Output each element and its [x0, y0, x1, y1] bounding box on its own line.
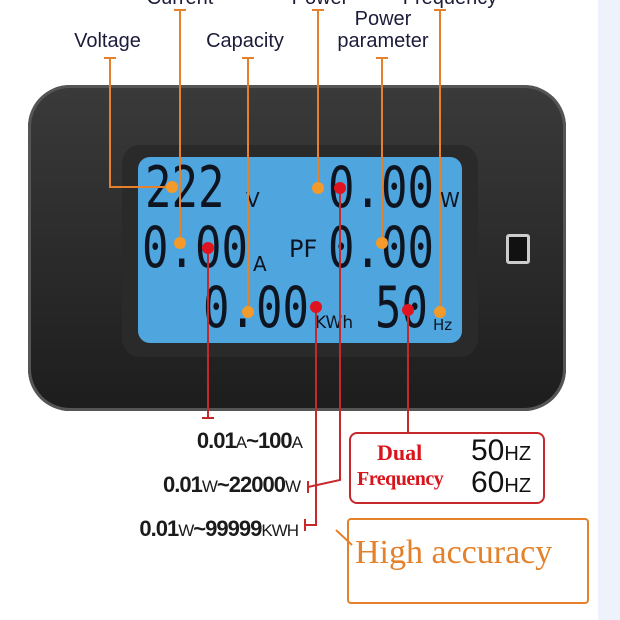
pf-dot — [376, 237, 388, 249]
power-dot — [312, 182, 324, 194]
lcd-frequency: 50 — [375, 274, 428, 342]
power-leader — [312, 9, 324, 188]
range-min: 0.01 — [163, 472, 203, 497]
background-strip — [598, 0, 620, 620]
voltage-leader — [104, 57, 172, 188]
range-min-unit: A — [235, 433, 247, 452]
label-frequency: Frequency — [400, 0, 500, 9]
label-current: Current — [140, 0, 220, 9]
side-button — [506, 234, 530, 264]
range-max-unit: A — [291, 433, 303, 452]
range-sep: ~ — [216, 472, 230, 497]
lcd-current-unit: A — [253, 252, 267, 276]
range-sep: ~ — [193, 516, 206, 541]
capacity-leader — [242, 57, 254, 312]
energy-range-dot — [310, 301, 322, 313]
frequency-dot — [434, 306, 446, 318]
range-max-unit: W — [284, 477, 301, 496]
label-power-parameter-line1: Power — [354, 8, 412, 30]
freq-60: 60HZ — [471, 466, 531, 500]
current-range: 0.01A~100A — [196, 428, 303, 454]
freq-unit: HZ — [504, 443, 532, 465]
label-voltage: Voltage — [74, 30, 141, 52]
label-power-parameter-line2: parameter — [337, 30, 429, 52]
freq-value: 50 — [471, 434, 505, 467]
lcd-frequency-unit: Hz — [433, 316, 453, 334]
freq-unit: HZ — [504, 475, 532, 497]
capacity-dot — [242, 306, 254, 318]
range-min-unit: W — [201, 477, 218, 496]
high-accuracy-callout: High accuracy — [347, 518, 589, 604]
range-max: 22000 — [228, 472, 286, 497]
energy-range: 0.01W~99999KWH — [139, 516, 299, 542]
lcd-pf-label: PF — [289, 235, 318, 263]
frequency-range-dot — [402, 304, 414, 316]
current-leader — [174, 9, 186, 243]
range-min-unit: W — [178, 521, 194, 540]
lcd-current: 0.00 — [142, 214, 248, 282]
power-range-dot — [334, 182, 346, 194]
energy-range-leader — [304, 307, 317, 531]
freq-value: 60 — [471, 466, 505, 499]
current-range-dot — [202, 242, 214, 254]
callout-pointer — [335, 529, 353, 546]
lcd-energy-unit: KWh — [315, 313, 354, 333]
high-accuracy-text: High accuracy — [355, 534, 553, 571]
lcd-energy: 0.00 — [203, 274, 309, 342]
frequency-leader — [434, 9, 446, 312]
power-range: 0.01W~22000W — [163, 472, 301, 498]
range-max: 99999 — [205, 516, 262, 541]
range-min: 0.01 — [196, 428, 237, 453]
current-dot — [174, 237, 186, 249]
frequency-label: Frequency — [357, 468, 444, 490]
current-range-leader — [202, 248, 214, 419]
range-max: 100 — [257, 428, 293, 453]
range-sep: ~ — [246, 428, 259, 453]
freq-50: 50HZ — [471, 434, 531, 468]
voltage-dot — [166, 181, 178, 193]
label-capacity: Capacity — [206, 30, 284, 52]
lcd-power-unit: W — [440, 188, 460, 212]
lcd-voltage-unit: V — [246, 188, 260, 212]
pf-leader — [376, 57, 388, 243]
dual-label: Dual — [377, 440, 423, 465]
power-range-leader — [307, 188, 341, 493]
range-max-unit: KWH — [261, 521, 299, 540]
dual-frequency-box: Dual Frequency 50HZ 60HZ — [349, 432, 545, 504]
range-min: 0.01 — [139, 516, 179, 541]
label-power: Power — [280, 0, 360, 9]
